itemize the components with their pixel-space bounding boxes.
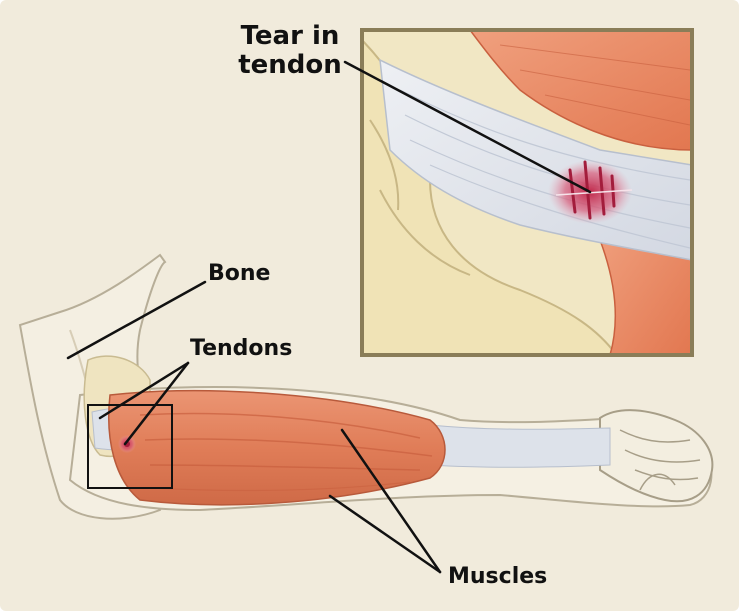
forearm-injury-spot bbox=[118, 435, 136, 453]
tendons-label: Tendons bbox=[190, 337, 292, 362]
inset-magnified-view bbox=[362, 30, 692, 360]
tear-in-tendon-text: Tear in tendon bbox=[238, 21, 342, 80]
muscles-leader-line-2 bbox=[330, 496, 440, 572]
muscles-label: Muscles bbox=[448, 565, 547, 590]
tear-in-tendon-label: Tear in tendon bbox=[230, 22, 350, 80]
bone-label: Bone bbox=[208, 262, 270, 287]
